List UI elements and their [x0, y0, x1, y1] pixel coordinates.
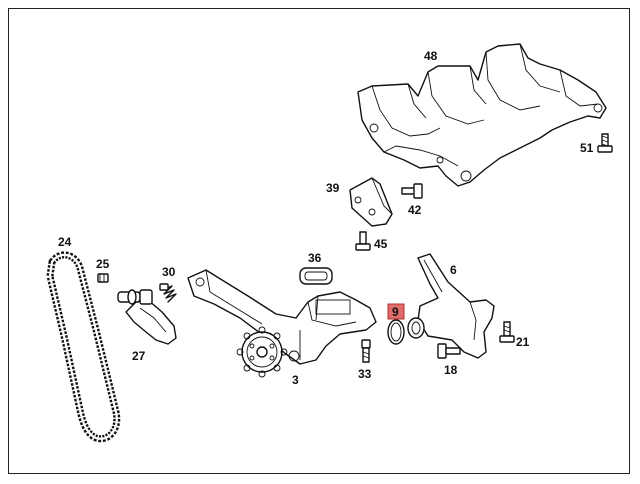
- label-3: 3: [292, 373, 299, 387]
- label-51: 51: [580, 141, 594, 155]
- label-48: 48: [424, 49, 438, 63]
- label-21: 21: [516, 335, 530, 349]
- part-9-o-ring[interactable]: [387, 319, 405, 345]
- part-51-bolt[interactable]: [597, 133, 613, 153]
- part-25-clip[interactable]: [97, 273, 109, 283]
- label-18: 18: [444, 363, 458, 377]
- part-3-oil-pump[interactable]: [187, 269, 377, 378]
- label-42: 42: [408, 203, 422, 217]
- label-27: 27: [132, 349, 146, 363]
- label-9-highlight: [387, 303, 405, 320]
- label-33: 33: [358, 367, 372, 381]
- part-45-bolt[interactable]: [355, 231, 371, 251]
- label-6: 6: [450, 263, 457, 277]
- part-6-pickup-tube[interactable]: [407, 253, 495, 359]
- part-21-bolt[interactable]: [499, 321, 515, 343]
- part-18-bolt[interactable]: [437, 343, 461, 359]
- part-27-tensioner-rail[interactable]: [117, 289, 177, 345]
- label-9: 9: [392, 305, 399, 319]
- part-36-gasket[interactable]: [299, 267, 333, 285]
- part-33-bolt[interactable]: [361, 339, 371, 363]
- part-39-bracket[interactable]: [349, 177, 393, 227]
- label-45: 45: [374, 237, 388, 251]
- part-42-bolt[interactable]: [401, 183, 423, 199]
- diagram-frame: [8, 8, 630, 474]
- part-24-chain[interactable]: [46, 251, 121, 443]
- label-36: 36: [308, 251, 322, 265]
- label-30: 30: [162, 265, 176, 279]
- part-30-spring[interactable]: [159, 283, 177, 303]
- label-39: 39: [326, 181, 340, 195]
- label-24: 24: [58, 235, 72, 249]
- label-25: 25: [96, 257, 110, 271]
- part-48-oil-baffle[interactable]: [357, 43, 607, 187]
